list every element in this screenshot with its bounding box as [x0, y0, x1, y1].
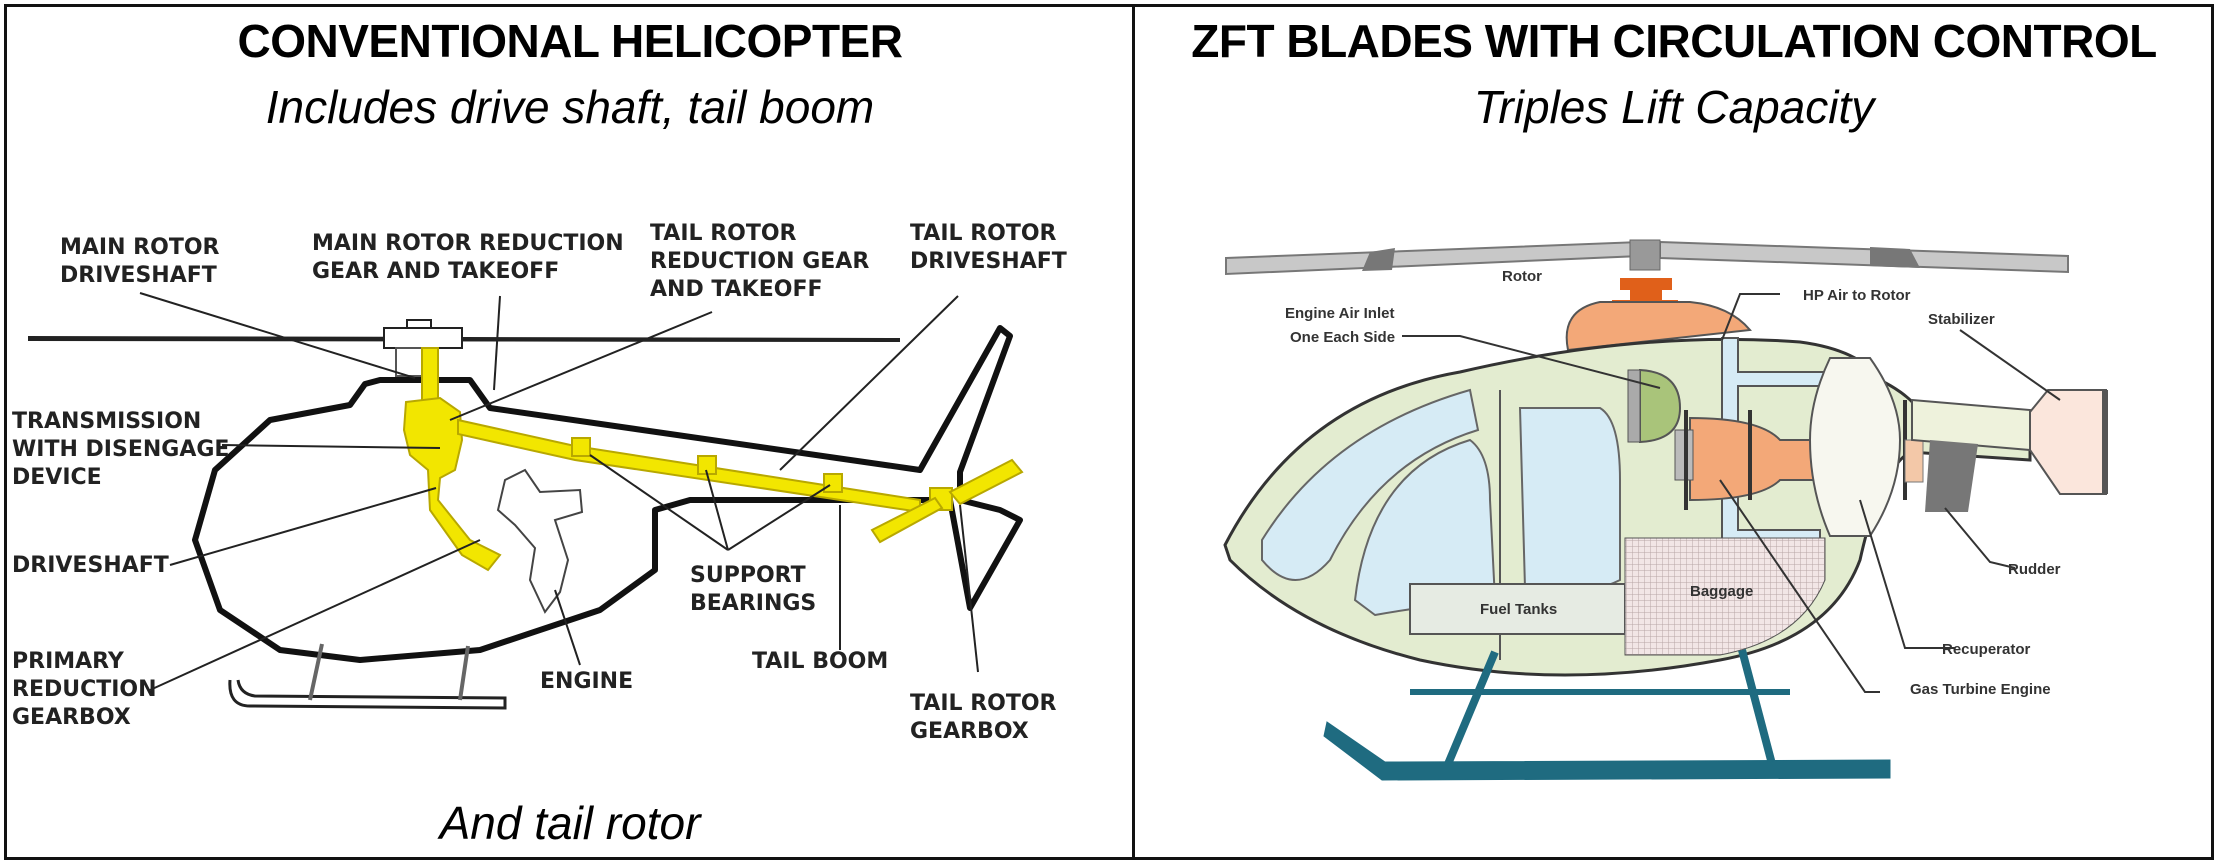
label-tail-boom: TAIL BOOM: [752, 649, 888, 674]
label-baggage: Baggage: [1690, 583, 1753, 600]
tail-boom: [1911, 398, 2031, 452]
label-rudder: Rudder: [2008, 561, 2061, 578]
baggage-area: [1624, 537, 1826, 656]
front-window: [1261, 388, 1480, 581]
figure-frame: [4, 4, 2214, 860]
left-panel-footer: And tail rotor: [439, 797, 701, 849]
leader-lines: [139, 292, 979, 691]
zft-landing-skid: [1323, 648, 1891, 781]
rotor-hub: [383, 327, 463, 349]
main-rotor-blade: [28, 336, 900, 342]
left-panel-title: CONVENTIONAL HELICOPTER: [237, 15, 903, 67]
left-panel-subtitle: Includes drive shaft, tail boom: [265, 81, 875, 133]
label-rotor: Rotor: [1502, 268, 1542, 285]
rudder: [1925, 440, 1978, 512]
right-panel-title: ZFT BLADES WITH CIRCULATION CONTROL: [1191, 15, 2157, 67]
panel-divider: [1132, 4, 1135, 860]
landing-skid: [228, 679, 507, 710]
label-fuel-tanks: Fuel Tanks: [1480, 601, 1557, 618]
fuselage-outline: [192, 325, 1023, 663]
drive-train: [402, 347, 1024, 572]
label-engine: ENGINE: [540, 669, 633, 694]
recuperator: [1808, 357, 1902, 537]
stabilizer: [2029, 389, 2107, 495]
label-recuperator: Recuperator: [1942, 641, 2031, 658]
rotor-fairing: [1565, 301, 1752, 352]
engine-shape: [496, 468, 584, 614]
label-gas-turbine-engine: Gas Turbine Engine: [1910, 681, 2051, 698]
rotor-blade-right: [1659, 240, 2069, 274]
right-panel-subtitle: Triples Lift Capacity: [1473, 81, 1875, 133]
label-hp-air-to-rotor: HP Air to Rotor: [1803, 287, 1911, 304]
label-stabilizer: Stabilizer: [1928, 311, 1995, 328]
rotor-mast: [1629, 239, 1661, 271]
side-window-2: [1518, 407, 1621, 594]
label-driveshaft: DRIVESHAFT: [12, 553, 169, 578]
engine-air-inlet: [1639, 368, 1682, 444]
zft-leader-lines: [1402, 293, 2061, 693]
rotor-blade-left: [1225, 240, 1641, 276]
